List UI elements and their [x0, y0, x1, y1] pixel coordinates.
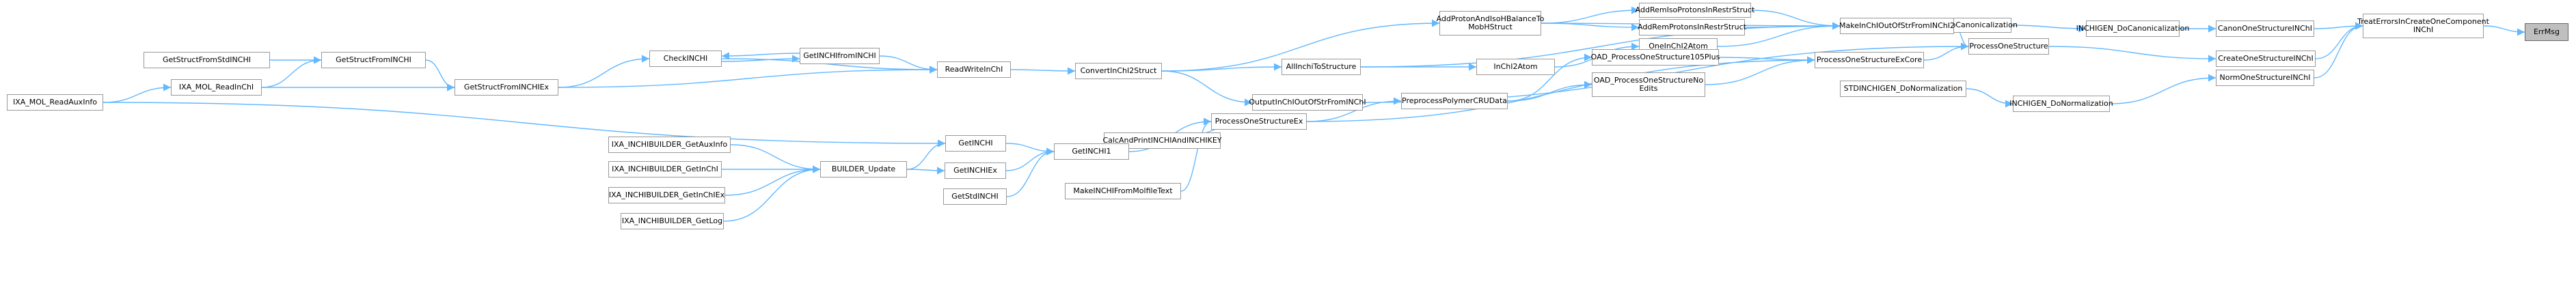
node-getinchi1[interactable]: GetINCHI1 [1054, 143, 1129, 160]
node-stdinchigennorm[interactable]: STDINCHIGEN_DoNormalization [1840, 81, 1966, 97]
edge-createone-to-treaterrors [2315, 22, 2363, 59]
edge-builderupdate-to-getinchi [906, 139, 946, 170]
edge-buildergetinchiex-to-builderupdate [724, 165, 821, 196]
node-molreadinchi[interactable]: IXA_MOL_ReadInChI [171, 79, 262, 96]
node-outputinchi[interactable]: OutputInChIOutOfStrFromINChI [1249, 94, 1366, 111]
edge-processonestrex-to-processoneex [1306, 56, 1815, 122]
edge-convertinchi2-to-outputinchi [1161, 70, 1253, 106]
edge-molreadinchi-to-getstructinchi [261, 56, 322, 88]
node-processoneex[interactable]: ProcessOneStructureExCore [1815, 52, 1924, 68]
node-getstructinchiex[interactable]: GetStructFromINCHIEx [455, 79, 558, 96]
edge-molreadaux-to-molreadinchi [103, 83, 172, 103]
edge-normone-to-treaterrors [2314, 22, 2363, 79]
node-inchigencanon[interactable]: INCHIGEN_DoCanonicalization [2076, 20, 2189, 37]
node-getinchi[interactable]: GetINCHI [945, 135, 1006, 152]
edge-stdinchigencanon-to-inchigencanon [2011, 25, 2087, 33]
node-buildergetlog[interactable]: IXA_INCHIBUILDER_GetLog [621, 213, 724, 229]
edge-allinchi-to-makeinchiout [1360, 22, 1841, 68]
node-processone[interactable]: ProcessOneStructure [1968, 38, 2049, 55]
edge-getstructinchiex-to-readwrite [558, 66, 938, 88]
edge-treaterrors-to-errmsg [2483, 25, 2525, 36]
edge-preprocess-to-oadnoedits [1507, 81, 1592, 102]
node-normone[interactable]: NormOneStructureINChI [2216, 70, 2314, 86]
node-addremiso[interactable]: AddRemIsoProtonsInRestrStruct [1636, 3, 1754, 18]
node-oad105[interactable]: OAD_ProcessOneStructure105Plus [1591, 49, 1720, 66]
edge-addremiso-to-makeinchiout [1750, 10, 1841, 30]
node-addproton[interactable]: AddProtonAndIsoHBalanceTo MobHStruct [1437, 11, 1544, 36]
node-makeinchiout[interactable]: MakeInChIOutOfStrFromINChI2 [1839, 18, 1955, 34]
edge-addproton-to-addremprotons [1541, 23, 1640, 31]
edge-inchigennorm-to-normone [2109, 74, 2216, 104]
edge-addproton-to-addremiso [1541, 6, 1640, 24]
edge-getstructinchi-to-getstructinchiex [425, 59, 455, 91]
edge-checkinchi-to-getinchifrominchi [721, 55, 800, 63]
node-makeinchimolfile[interactable]: MakeINCHIFromMolfileText [1065, 183, 1181, 199]
node-buildergetaux[interactable]: IXA_INCHIBUILDER_GetAuxInfo [608, 137, 731, 153]
edge-convertinchi2-to-addproton [1161, 19, 1440, 72]
node-inchigennorm[interactable]: INCHIGEN_DoNormalization [2009, 96, 2113, 112]
node-getinchiex[interactable]: GetINCHIEx [945, 162, 1006, 179]
node-getinchifrominchi[interactable]: GetINCHIfromINCHI [800, 48, 880, 64]
edge-processone-to-createone [2048, 46, 2216, 63]
node-getstructstd[interactable]: GetStructFromStdINCHI [144, 52, 270, 68]
edge-molreadaux-to-getinchi [103, 102, 946, 147]
node-getstructinchi[interactable]: GetStructFromINCHI [321, 52, 426, 68]
edge-getinchiex-to-getinchi1 [1005, 147, 1055, 171]
node-errmsg[interactable]: ErrMsg [2525, 23, 2568, 41]
node-treaterrors[interactable]: TreatErrorsInCreateOneComponent INChI [2357, 14, 2489, 38]
edge-convertinchi2-to-allinchi [1161, 63, 1282, 72]
node-buildergetinchi[interactable]: IXA_INCHIBUILDER_GetInChI [608, 161, 722, 178]
edge-checkinchi-to-readwrite [721, 58, 938, 74]
node-builderupdate[interactable]: BUILDER_Update [820, 161, 907, 178]
edge-buildergetaux-to-builderupdate [730, 144, 821, 173]
edge-processoneex-to-processone [1923, 42, 1969, 61]
node-getstdinchi[interactable]: GetStdINCHI [943, 188, 1007, 205]
node-createone[interactable]: CreateOneStructureINChI [2216, 51, 2316, 67]
node-processonestrex[interactable]: ProcessOneStructureEx [1211, 113, 1307, 130]
node-buildergetinchiex[interactable]: IXA_INCHIBUILDER_GetInChIEx [608, 187, 725, 203]
edge-stdinchigennorm-to-inchigennorm [1966, 88, 2014, 108]
node-canonone[interactable]: CanonOneStructureINChI [2216, 20, 2314, 37]
edge-getinchifrominchi-to-checkinchi [721, 52, 800, 60]
edge-getinchi-to-getinchi1 [1005, 143, 1055, 156]
edge-getstructinchiex-to-checkinchi [558, 55, 650, 88]
node-oadnoedits[interactable]: OAD_ProcessOneStructureNo Edits [1592, 72, 1705, 97]
node-inchi2atom[interactable]: InChI2Atom [1476, 59, 1555, 75]
edge-buildergetlog-to-builderupdate [723, 165, 821, 222]
node-molreadaux[interactable]: IXA_MOL_ReadAuxInfo [7, 94, 103, 111]
node-checkinchi[interactable]: CheckINCHI [649, 51, 722, 67]
edge-getstdinchi-to-getinchi1 [1006, 147, 1055, 197]
edge-readwrite-to-convertinchi2 [1010, 67, 1076, 75]
edge-preprocess-to-oad105 [1507, 53, 1592, 102]
node-preprocess[interactable]: PreprocessPolymerCRUData [1401, 93, 1508, 109]
edge-getinchifrominchi-to-readwrite [879, 55, 938, 74]
node-convertinchi2[interactable]: ConvertInChI2Struct [1075, 63, 1162, 79]
edge-oadnoedits-to-processoneex [1705, 56, 1815, 85]
edge-processonestrex-to-preprocess [1306, 97, 1402, 122]
node-addremprotons[interactable]: AddRemProtonsInRestrStruct [1638, 19, 1746, 36]
edge-builderupdate-to-getinchiex [906, 167, 945, 175]
node-allinchi[interactable]: AllInchiToStructure [1282, 59, 1361, 75]
edge-oneinchi2atom-to-makeinchiout [1717, 22, 1841, 47]
edge-makeinchimolfile-to-processonestrex [1180, 117, 1212, 192]
node-readwrite[interactable]: ReadWriteInChI [937, 61, 1011, 78]
